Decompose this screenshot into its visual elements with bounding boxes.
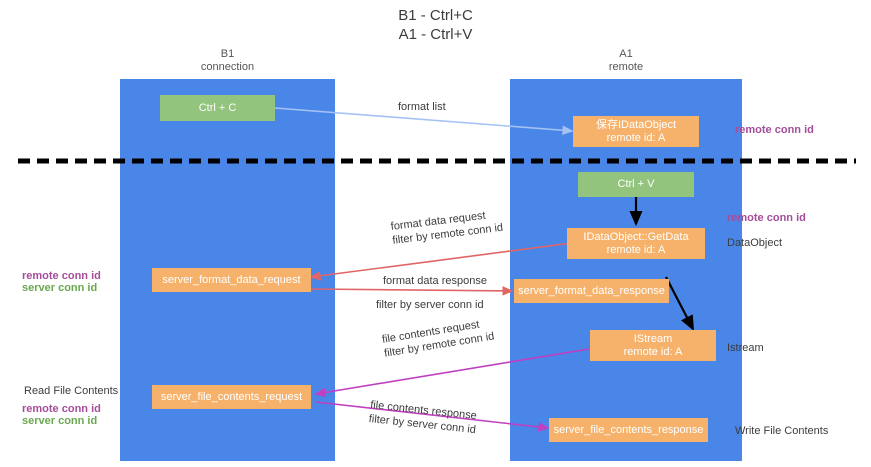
label-group-file-contents-request: file contents request filter by remote c… — [381, 316, 495, 361]
box-server-format-data-request[interactable]: server_format_data_request — [152, 268, 311, 292]
column-header-a1-name: A1 — [619, 48, 633, 60]
column-header-b1-role: connection — [200, 61, 255, 73]
box-ctrl-v[interactable]: Ctrl + V — [578, 172, 694, 197]
box-save-idataobject[interactable]: 保存IDataObject remote id: A — [573, 116, 699, 147]
box-ctrl-c[interactable]: Ctrl + C — [160, 95, 275, 121]
box-ctrl-v-label: Ctrl + V — [617, 178, 655, 190]
filter-by-text-2: filter by — [376, 299, 415, 311]
title-line-1: B1 - Ctrl+C — [398, 7, 473, 24]
side-label-istream: Istream — [727, 342, 764, 354]
server-conn-id-text-1: server conn id — [414, 299, 484, 311]
side-label-left-server-conn-id-bot: server conn id — [22, 415, 98, 427]
arrow-format-data-response — [310, 286, 514, 296]
label-format-data-response: format data response — [383, 275, 487, 287]
column-header-a1: A1 remote — [510, 48, 742, 74]
box-save-idataobject-line2: remote id: A — [606, 131, 666, 144]
label-group-file-contents-response: file contents response filter by server … — [368, 398, 478, 437]
page-title: B1 - Ctrl+C A1 - Ctrl+V — [0, 6, 871, 44]
side-label-read-file-contents: Read File Contents — [24, 385, 119, 397]
box-server-file-contents-request-label: server_file_contents_request — [160, 390, 303, 403]
box-server-format-data-response[interactable]: server_format_data_response — [514, 279, 669, 303]
side-label-left-server-conn-id-mid: server conn id — [22, 282, 98, 294]
box-istream-line2: remote id: A — [623, 345, 683, 358]
side-label-left-remote-conn-id-bot: remote conn id — [22, 403, 101, 415]
column-header-b1-name: B1 — [220, 48, 235, 60]
side-label-remote-conn-id-top: remote conn id — [735, 124, 814, 136]
box-ctrl-c-label: Ctrl + C — [198, 101, 237, 114]
box-server-file-contents-request[interactable]: server_file_contents_request — [152, 385, 311, 409]
box-istream[interactable]: IStream remote id: A — [590, 330, 716, 361]
filter-by-text-1: filter by — [391, 230, 432, 247]
side-label-dataobject: DataObject — [727, 237, 783, 249]
box-idataobject-getdata[interactable]: IDataObject::GetData remote id: A — [567, 228, 705, 259]
box-istream-line1: IStream — [633, 332, 673, 345]
box-server-file-contents-response-label: server_file_contents_response — [553, 423, 704, 436]
label-group-format-data-request: format data request filter by remote con… — [390, 207, 504, 248]
label-filter-server-conn-id-format: filter by server conn id — [376, 298, 484, 312]
box-getdata-line1: IDataObject::GetData — [583, 230, 689, 243]
side-label-left-remote-conn-id-mid: remote conn id — [22, 270, 101, 282]
box-server-format-data-response-label: server_format_data_response — [518, 284, 665, 297]
box-save-idataobject-line1: 保存IDataObject — [595, 118, 677, 131]
title-line-2: A1 - Ctrl+V — [398, 26, 473, 43]
box-server-file-contents-response[interactable]: server_file_contents_response — [549, 418, 708, 442]
column-header-a1-role: remote — [608, 61, 644, 73]
box-getdata-line2: remote id: A — [606, 243, 666, 256]
column-header-b1: B1 connection — [120, 48, 335, 74]
filter-by-text-4: filter by — [368, 412, 408, 429]
label-format-list: format list — [398, 101, 446, 113]
box-server-format-data-request-label: server_format_data_request — [162, 273, 301, 286]
side-label-write-file-contents: Write File Contents — [735, 425, 829, 437]
side-label-remote-conn-id-mid: remote conn id — [727, 212, 806, 224]
